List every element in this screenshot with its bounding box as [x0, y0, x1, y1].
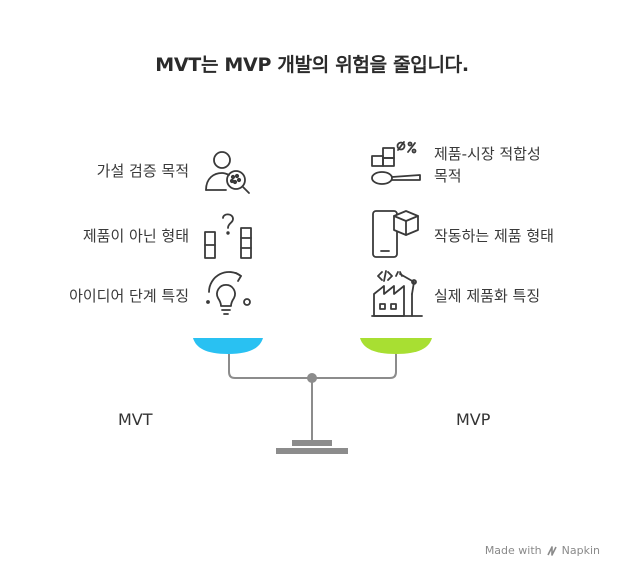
question-blocks-icon: [204, 213, 252, 259]
left-pan: [193, 338, 263, 354]
left-side-label: MVT: [118, 410, 153, 429]
lightbulb-idea-icon: [206, 271, 251, 315]
napkin-logo-icon: [546, 545, 557, 556]
phone-cube-icon: [372, 210, 419, 258]
person-magnifier-icon: [205, 151, 250, 194]
right-item-label-1: 제품-시장 적합성 목적: [434, 143, 541, 187]
scale-base: [276, 448, 348, 454]
right-item-label-3: 실제 제품화 특징: [434, 287, 541, 305]
footer-made-with: Made with: [484, 544, 542, 557]
footer-brand: Napkin: [561, 544, 600, 557]
right-item-label-1-line-1: 제품-시장 적합성: [434, 145, 541, 163]
footer-credit: Made with Napkin: [485, 544, 600, 557]
left-item-label-1: 가설 검증 목적: [96, 162, 189, 180]
factory-robot-arm-icon: [371, 270, 423, 317]
left-item-label-3: 아이디어 단계 특징: [69, 287, 189, 305]
blocks-spoon-icon: [371, 141, 421, 185]
scale-pivot: [307, 373, 317, 383]
right-item-label-1-line-2: 목적: [434, 167, 462, 185]
right-item-label-2: 작동하는 제품 형태: [434, 227, 554, 245]
page-title: MVT는 MVP 개발의 위험을 줄입니다.: [155, 54, 469, 76]
left-item-label-2: 제품이 아닌 형태: [82, 227, 189, 245]
right-pan: [360, 338, 432, 354]
scale-base-top: [292, 440, 332, 446]
right-side-label: MVP: [456, 410, 491, 429]
